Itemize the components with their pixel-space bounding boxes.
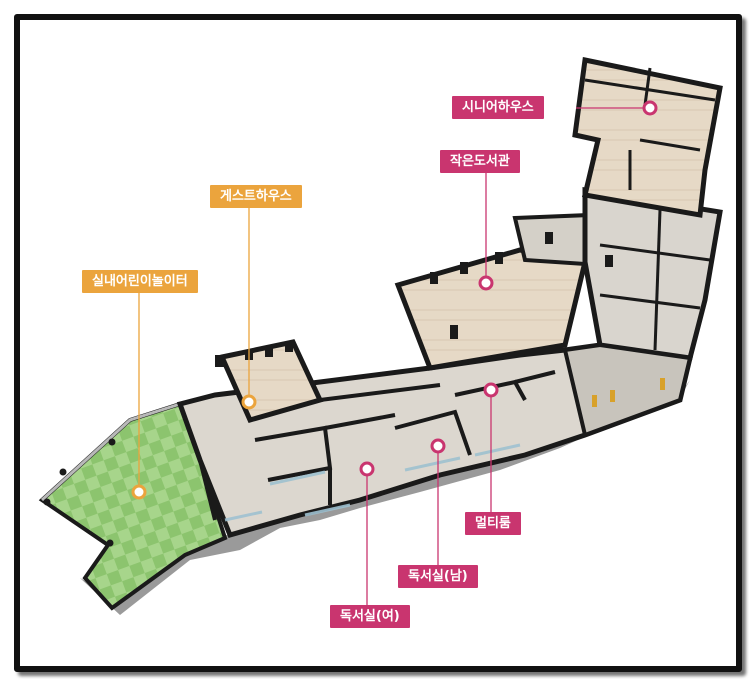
label-reading-room-female: 독서실(여) bbox=[330, 605, 410, 628]
label-multi-room: 멀티룸 bbox=[465, 512, 521, 535]
marker-small-library bbox=[478, 275, 494, 291]
leader-lines bbox=[138, 107, 650, 605]
interior-partitions bbox=[198, 370, 556, 521]
marker-playground bbox=[131, 484, 147, 500]
location-markers bbox=[131, 100, 658, 500]
marker-multi-room bbox=[483, 382, 499, 398]
restroom-area bbox=[562, 342, 693, 438]
senior-house-partitions bbox=[584, 67, 716, 190]
glass-panels bbox=[224, 443, 521, 522]
marker-guest-house bbox=[241, 394, 257, 410]
marker-senior-house bbox=[642, 100, 658, 116]
senior-house-floor bbox=[572, 57, 723, 218]
label-senior-house: 시니어하우스 bbox=[452, 96, 544, 119]
marker-reading-male bbox=[430, 438, 446, 454]
label-guest-house: 게스트하우스 bbox=[210, 185, 302, 208]
restroom-stalls bbox=[592, 378, 665, 407]
building-shadow bbox=[80, 380, 690, 615]
playground-railing bbox=[40, 402, 181, 502]
label-reading-room-male: 독서실(남) bbox=[398, 565, 478, 588]
east-wing-partitions bbox=[599, 209, 711, 351]
railing-posts bbox=[43, 438, 116, 547]
label-small-library: 작은도서관 bbox=[440, 150, 520, 173]
marker-reading-female bbox=[359, 461, 375, 477]
label-indoor-playground: 실내어린이놀이터 bbox=[82, 270, 198, 293]
